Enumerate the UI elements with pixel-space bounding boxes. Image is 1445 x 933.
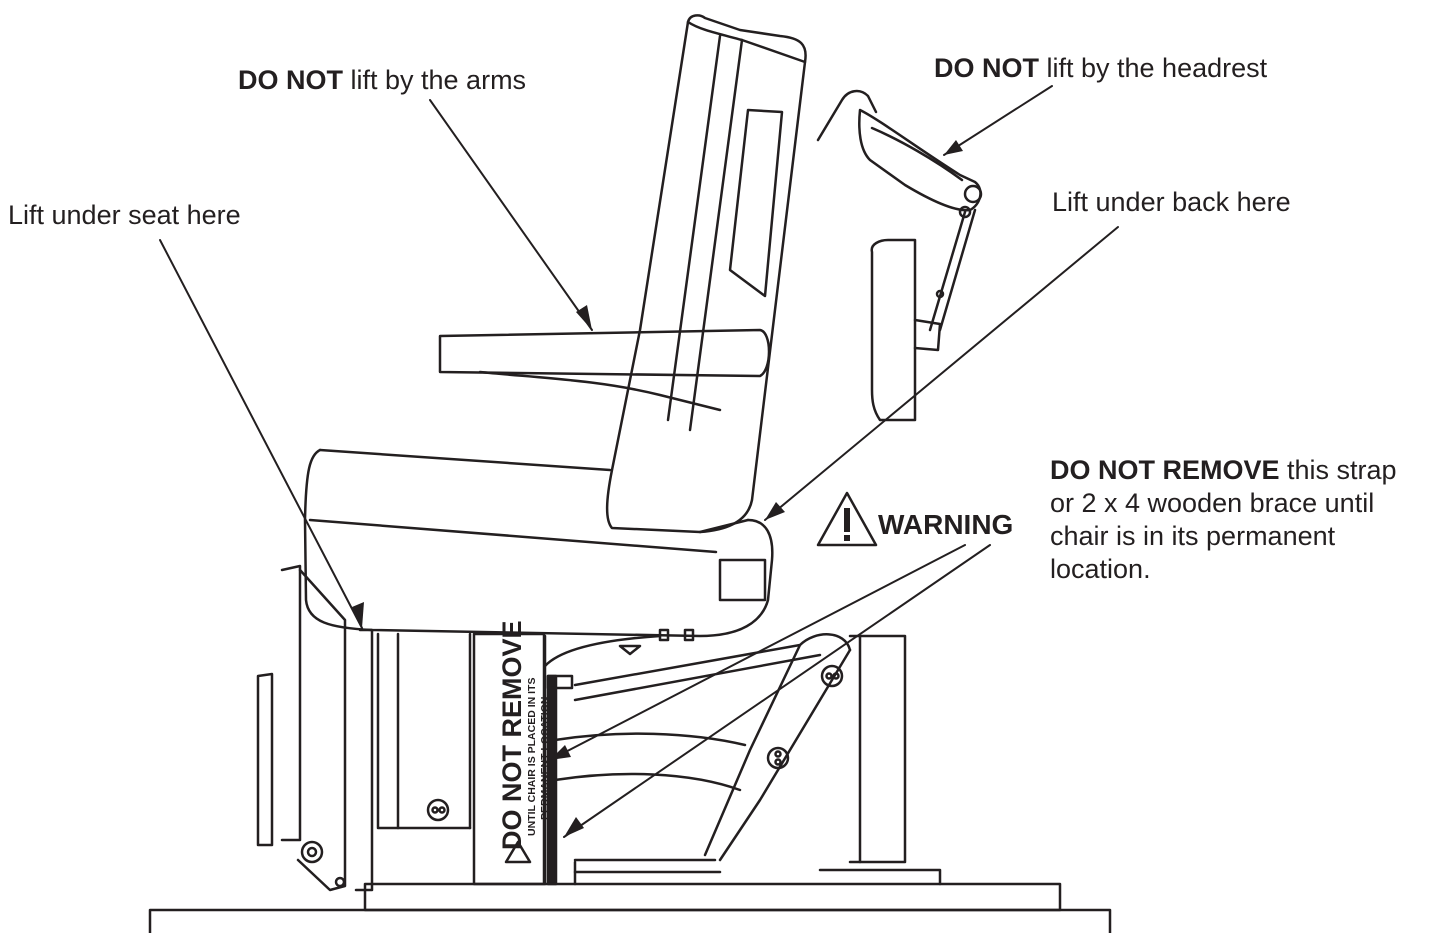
label-back: Lift under back here (1052, 187, 1291, 217)
label-headrest-emph: DO NOT (934, 53, 1039, 83)
brace-board (472, 632, 546, 886)
strap-notice-line1: this strap (1279, 455, 1397, 485)
label-arms-emph: DO NOT (238, 65, 343, 95)
strap-notice-line3: chair is in its permanent (1050, 521, 1336, 551)
armrest (438, 328, 771, 412)
brace-label-sub2: PERMANENT LOCATION (539, 697, 551, 820)
strap-notice: DO NOT REMOVE this strap or 2 x 4 wooden… (1050, 454, 1397, 586)
base (376, 628, 942, 886)
label-arms: DO NOT lift by the arms (238, 64, 526, 97)
headrest (816, 89, 983, 422)
label-arms-rest: lift by the arms (343, 65, 527, 95)
warning-triangle-icon (816, 491, 878, 547)
backrest (605, 14, 807, 534)
leader-lines (159, 85, 1119, 838)
label-headrest: DO NOT lift by the headrest (934, 52, 1267, 85)
strap (546, 674, 574, 886)
leader-arrowheads (352, 140, 963, 837)
strap-notice-line4: location. (1050, 554, 1151, 584)
label-headrest-rest: lift by the headrest (1039, 53, 1268, 83)
strap-notice-emph: DO NOT REMOVE (1050, 455, 1280, 485)
brace-label-main: DO NOT REMOVE (497, 620, 527, 850)
legrest (256, 564, 374, 892)
warning-word: WARNING (878, 509, 1014, 540)
strap-notice-line2: or 2 x 4 wooden brace until (1050, 488, 1375, 518)
brace-label-sub1: UNTIL CHAIR IS PLACED IN ITS (526, 678, 538, 836)
seat (303, 448, 774, 638)
brace-label: DO NOT REMOVE UNTIL CHAIR IS PLACED IN I… (497, 620, 551, 850)
label-seat: Lift under seat here (8, 200, 241, 230)
pallet (148, 882, 1112, 933)
